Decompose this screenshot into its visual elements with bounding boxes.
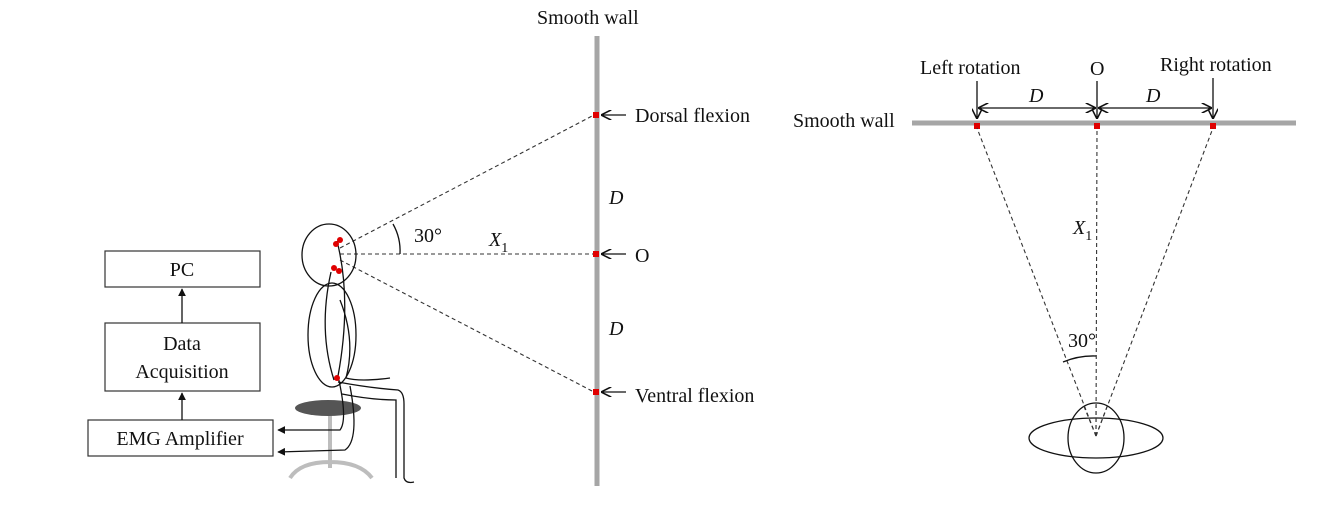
daq-label-line2: Acquisition [135,361,228,383]
pc-label: PC [170,259,194,281]
top-wall-title: Smooth wall [793,110,895,132]
right-target-marker [1210,123,1216,129]
top-sight-line-left [976,127,1097,437]
top-d-left-label: D [1028,85,1044,107]
side-view-panel: Smooth wall 30° X1 Dorsal flexion O Vent… [87,7,754,486]
top-angle-arc [1062,355,1097,363]
center-target-marker [1094,123,1100,129]
sight-line-ventral [339,259,595,393]
dorsal-target-marker [593,112,599,118]
side-d-lower-label: D [608,318,624,340]
chair-stand [288,408,374,480]
top-x1-label: X1 [1072,217,1092,244]
ventral-target-marker [593,389,599,395]
ventral-flexion-label: Ventral flexion [635,385,754,407]
left-rotation-label: Left rotation [920,57,1021,79]
top-d-right-label: D [1145,85,1161,107]
side-origin-label: O [635,245,649,267]
pc-block [104,250,261,288]
sight-line-dorsal [339,114,595,249]
data-acquisition-block [104,322,261,392]
subject-leg [337,381,415,484]
subject-arm [339,299,391,381]
shoulders-top-view [1028,417,1164,459]
head-top-view [1067,402,1125,474]
origin-target-marker [593,251,599,257]
electrode-lead-upper [277,375,345,434]
seated-subject-figure [277,223,415,484]
electrode-marker-3 [331,265,337,271]
dorsal-flexion-label: Dorsal flexion [635,105,750,127]
chair-seat [295,400,361,416]
head-left-line [1082,403,1097,437]
right-rotation-label: Right rotation [1160,54,1272,76]
electrode-marker-2 [337,237,343,243]
emg-amplifier-block [87,419,274,457]
top-sight-line-right [1095,127,1214,437]
side-d-upper-label: D [608,187,624,209]
side-angle-label: 30° [414,225,442,247]
electrode-wire-2 [324,271,335,381]
electrode-marker-4 [336,268,342,274]
top-sight-line-center [1095,127,1098,437]
daq-label-line1: Data [163,333,201,355]
electrode-lead-lower [277,385,355,456]
electrode-wire-1 [336,240,346,377]
head-right-line [1095,403,1109,437]
subject-leg-inner [341,393,397,478]
side-x1-label: X1 [488,229,508,256]
electrode-marker-5 [334,375,340,381]
subject-torso [307,282,357,388]
subject-head [301,223,357,287]
emg-amplifier-label: EMG Amplifier [116,428,244,450]
left-target-marker [974,123,980,129]
electrode-marker-1 [333,241,339,247]
top-origin-label: O [1090,58,1104,80]
top-angle-label: 30° [1068,330,1096,352]
side-wall-title: Smooth wall [537,7,639,29]
side-angle-arc [392,223,401,255]
top-view-panel: Smooth wall Left rotation O Right rotati… [793,54,1296,474]
